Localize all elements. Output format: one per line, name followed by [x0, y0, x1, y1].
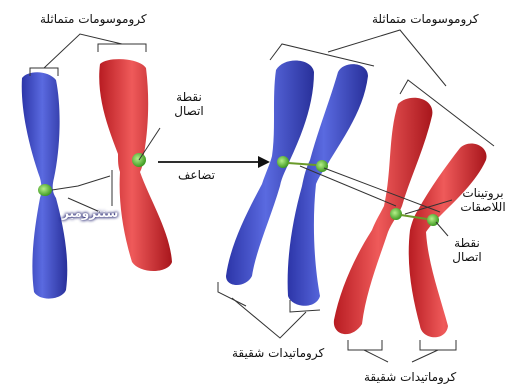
bracket-sister-red	[348, 340, 456, 362]
label-attachment-point-right-l1: نقطة	[444, 236, 490, 250]
label-attachment-point-right: نقطة اتصال	[444, 236, 490, 264]
label-attachment-point-top-l2: اتصال	[166, 104, 212, 118]
label-centromere: سنترومير	[62, 206, 118, 220]
label-attachment-point-right-l2: اتصال	[444, 250, 490, 264]
label-sister-chromatids-blue: كروماتيدات شقيقة	[232, 346, 324, 360]
centromere-blue-left	[38, 184, 52, 196]
label-attachment-point-top-l1: نقطة	[166, 90, 212, 104]
label-duplication: تضاعف	[178, 168, 215, 182]
centromere-blue-1	[277, 156, 289, 168]
label-homologous-right: كروموسومات متماثلة	[372, 12, 479, 26]
label-cohesion-proteins: بروتينات اللاصقات	[452, 186, 514, 214]
label-cohesion-proteins-l1: بروتينات	[452, 186, 514, 200]
centromere-red-2	[427, 214, 439, 226]
label-attachment-point-top: نقطة اتصال	[166, 90, 212, 118]
label-sister-chromatids-red: كروماتيدات شقيقة	[364, 370, 456, 384]
duplication-arrow	[158, 156, 270, 168]
centromere-blue-2	[316, 160, 328, 172]
label-homologous-left: كروموسومات متماثلة	[40, 12, 147, 26]
label-cohesion-proteins-l2: اللاصقات	[452, 200, 514, 214]
centromere-red-1	[390, 208, 402, 220]
